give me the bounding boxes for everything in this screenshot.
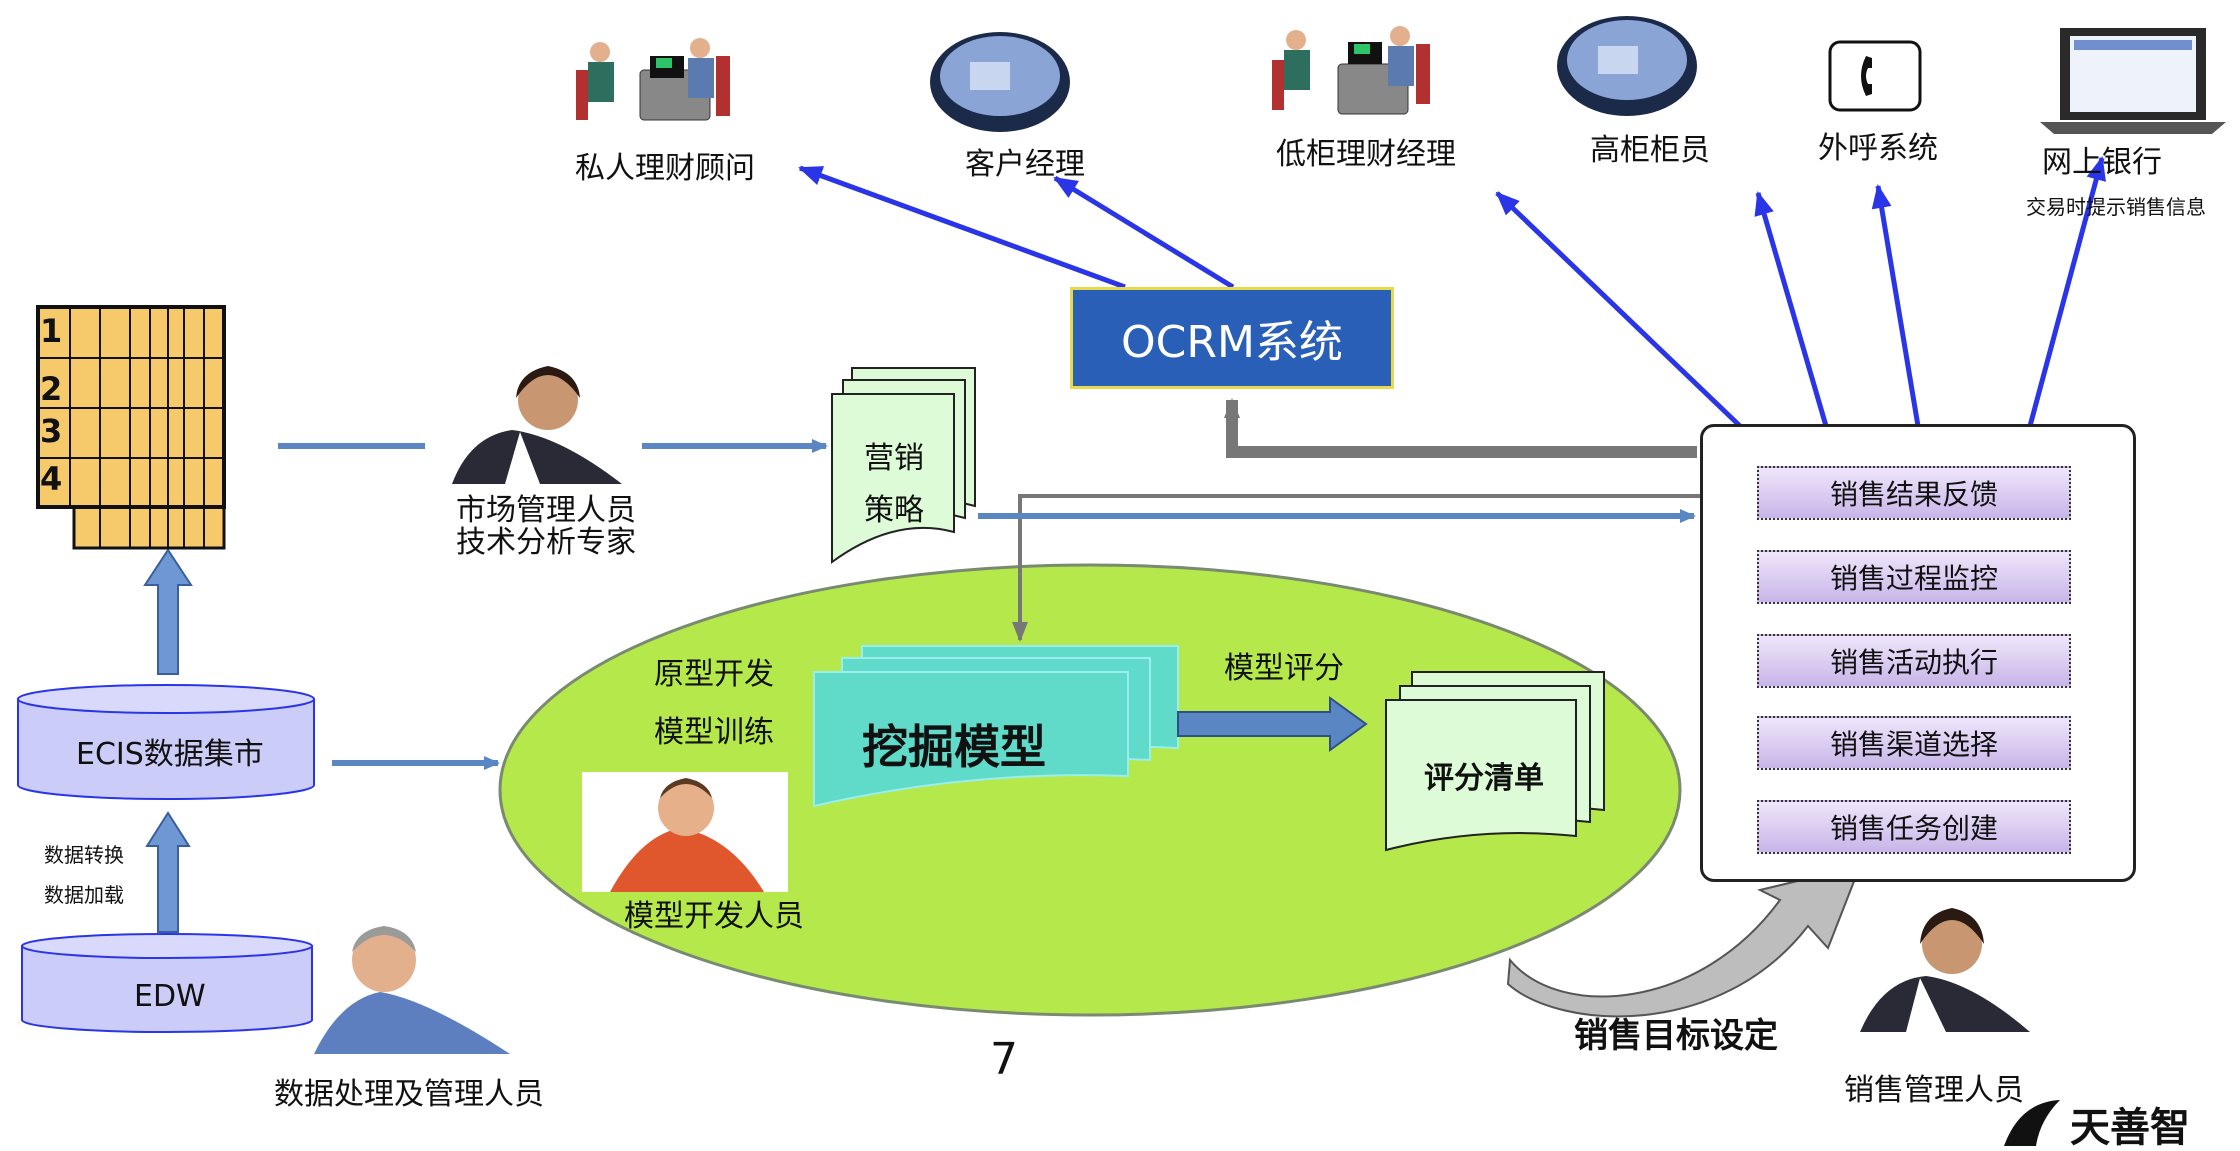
score-arrow	[1177, 696, 1368, 752]
data-admin-photo	[314, 926, 510, 1054]
private-advisor-icon	[576, 38, 730, 121]
label-market-manager: 市场管理人员	[456, 493, 636, 528]
phone-icon	[1828, 40, 1922, 112]
feedback-to-model-line	[1012, 494, 1758, 642]
flow-lines	[278, 439, 1696, 770]
label-strategy-line2: 策略	[864, 493, 924, 528]
label-highcounter-teller: 高柜柜员	[1590, 133, 1710, 168]
label-tech-analyst: 技术分析专家	[456, 525, 636, 560]
label-model-scoring: 模型评分	[1224, 651, 1344, 686]
lowcounter-manager-icon	[1272, 26, 1430, 115]
logo-text: 天善智	[2070, 1105, 2190, 1151]
report-row-3: 3	[40, 412, 63, 450]
label-callout-system: 外呼系统	[1818, 131, 1938, 166]
report-row-4: 4	[40, 460, 63, 498]
model-area-ellipse	[498, 563, 1682, 1017]
logo-mark	[2004, 1100, 2060, 1146]
label-score-list: 评分清单	[1424, 761, 1544, 796]
sales-manager-figure	[1860, 908, 2030, 1032]
ocrm-system-box: OCRM系统	[1070, 287, 1394, 389]
account-manager-icon	[930, 32, 1070, 132]
label-lowcounter-manager: 低柜理财经理	[1276, 137, 1456, 172]
label-strategy-line1: 营销	[864, 441, 924, 476]
mining-model-stack	[813, 645, 1179, 808]
sales-item-channel-select: 销售渠道选择	[1757, 716, 2071, 770]
label-sales-target: 销售目标设定	[1574, 1016, 1778, 1056]
channel-arrows	[798, 156, 2106, 428]
sales-item-task-create: 销售任务创建	[1757, 800, 2071, 854]
report-grid	[36, 305, 226, 550]
edw-to-ecis-arrow	[145, 811, 191, 933]
label-model-training: 模型训练	[654, 715, 774, 750]
sales-item-process-monitor: 销售过程监控	[1757, 550, 2071, 604]
label-ecis-mart: ECIS数据集市	[76, 737, 264, 772]
laptop-icon	[2040, 28, 2226, 134]
feedback-to-ocrm-arrow	[1224, 398, 1697, 458]
market-analyst-figure	[452, 366, 622, 484]
label-online-banking: 网上银行	[2042, 145, 2162, 180]
label-mining-model: 挖掘模型	[862, 720, 1046, 774]
label-data-load: 数据加载	[44, 883, 124, 907]
report-row-2: 2	[40, 370, 63, 408]
strategy-doc-stack	[831, 367, 976, 564]
label-online-banking-note: 交易时提示销售信息	[2026, 195, 2206, 219]
label-prototype: 原型开发	[654, 657, 774, 692]
model-developer-photo	[582, 772, 788, 892]
label-account-manager: 客户经理	[965, 147, 1085, 182]
edw-cylinder	[21, 933, 313, 1033]
report-row-1: 1	[40, 312, 63, 350]
label-data-transform: 数据转换	[44, 843, 124, 867]
label-model-developer: 模型开发人员	[624, 899, 804, 934]
sales-item-result-feedback: 销售结果反馈	[1757, 466, 2071, 520]
sales-item-activity-execute: 销售活动执行	[1757, 634, 2071, 688]
page-number: 7	[990, 1034, 1018, 1085]
label-edw: EDW	[134, 979, 206, 1014]
label-private-advisor: 私人理财顾问	[575, 151, 755, 186]
label-data-admin: 数据处理及管理人员	[274, 1077, 544, 1112]
highcounter-teller-icon	[1557, 16, 1697, 116]
label-sales-manager: 销售管理人员	[1844, 1073, 2024, 1108]
ecis-to-report-arrow	[143, 548, 193, 675]
score-list-stack	[1385, 671, 1605, 852]
ecis-cylinder	[17, 684, 315, 800]
